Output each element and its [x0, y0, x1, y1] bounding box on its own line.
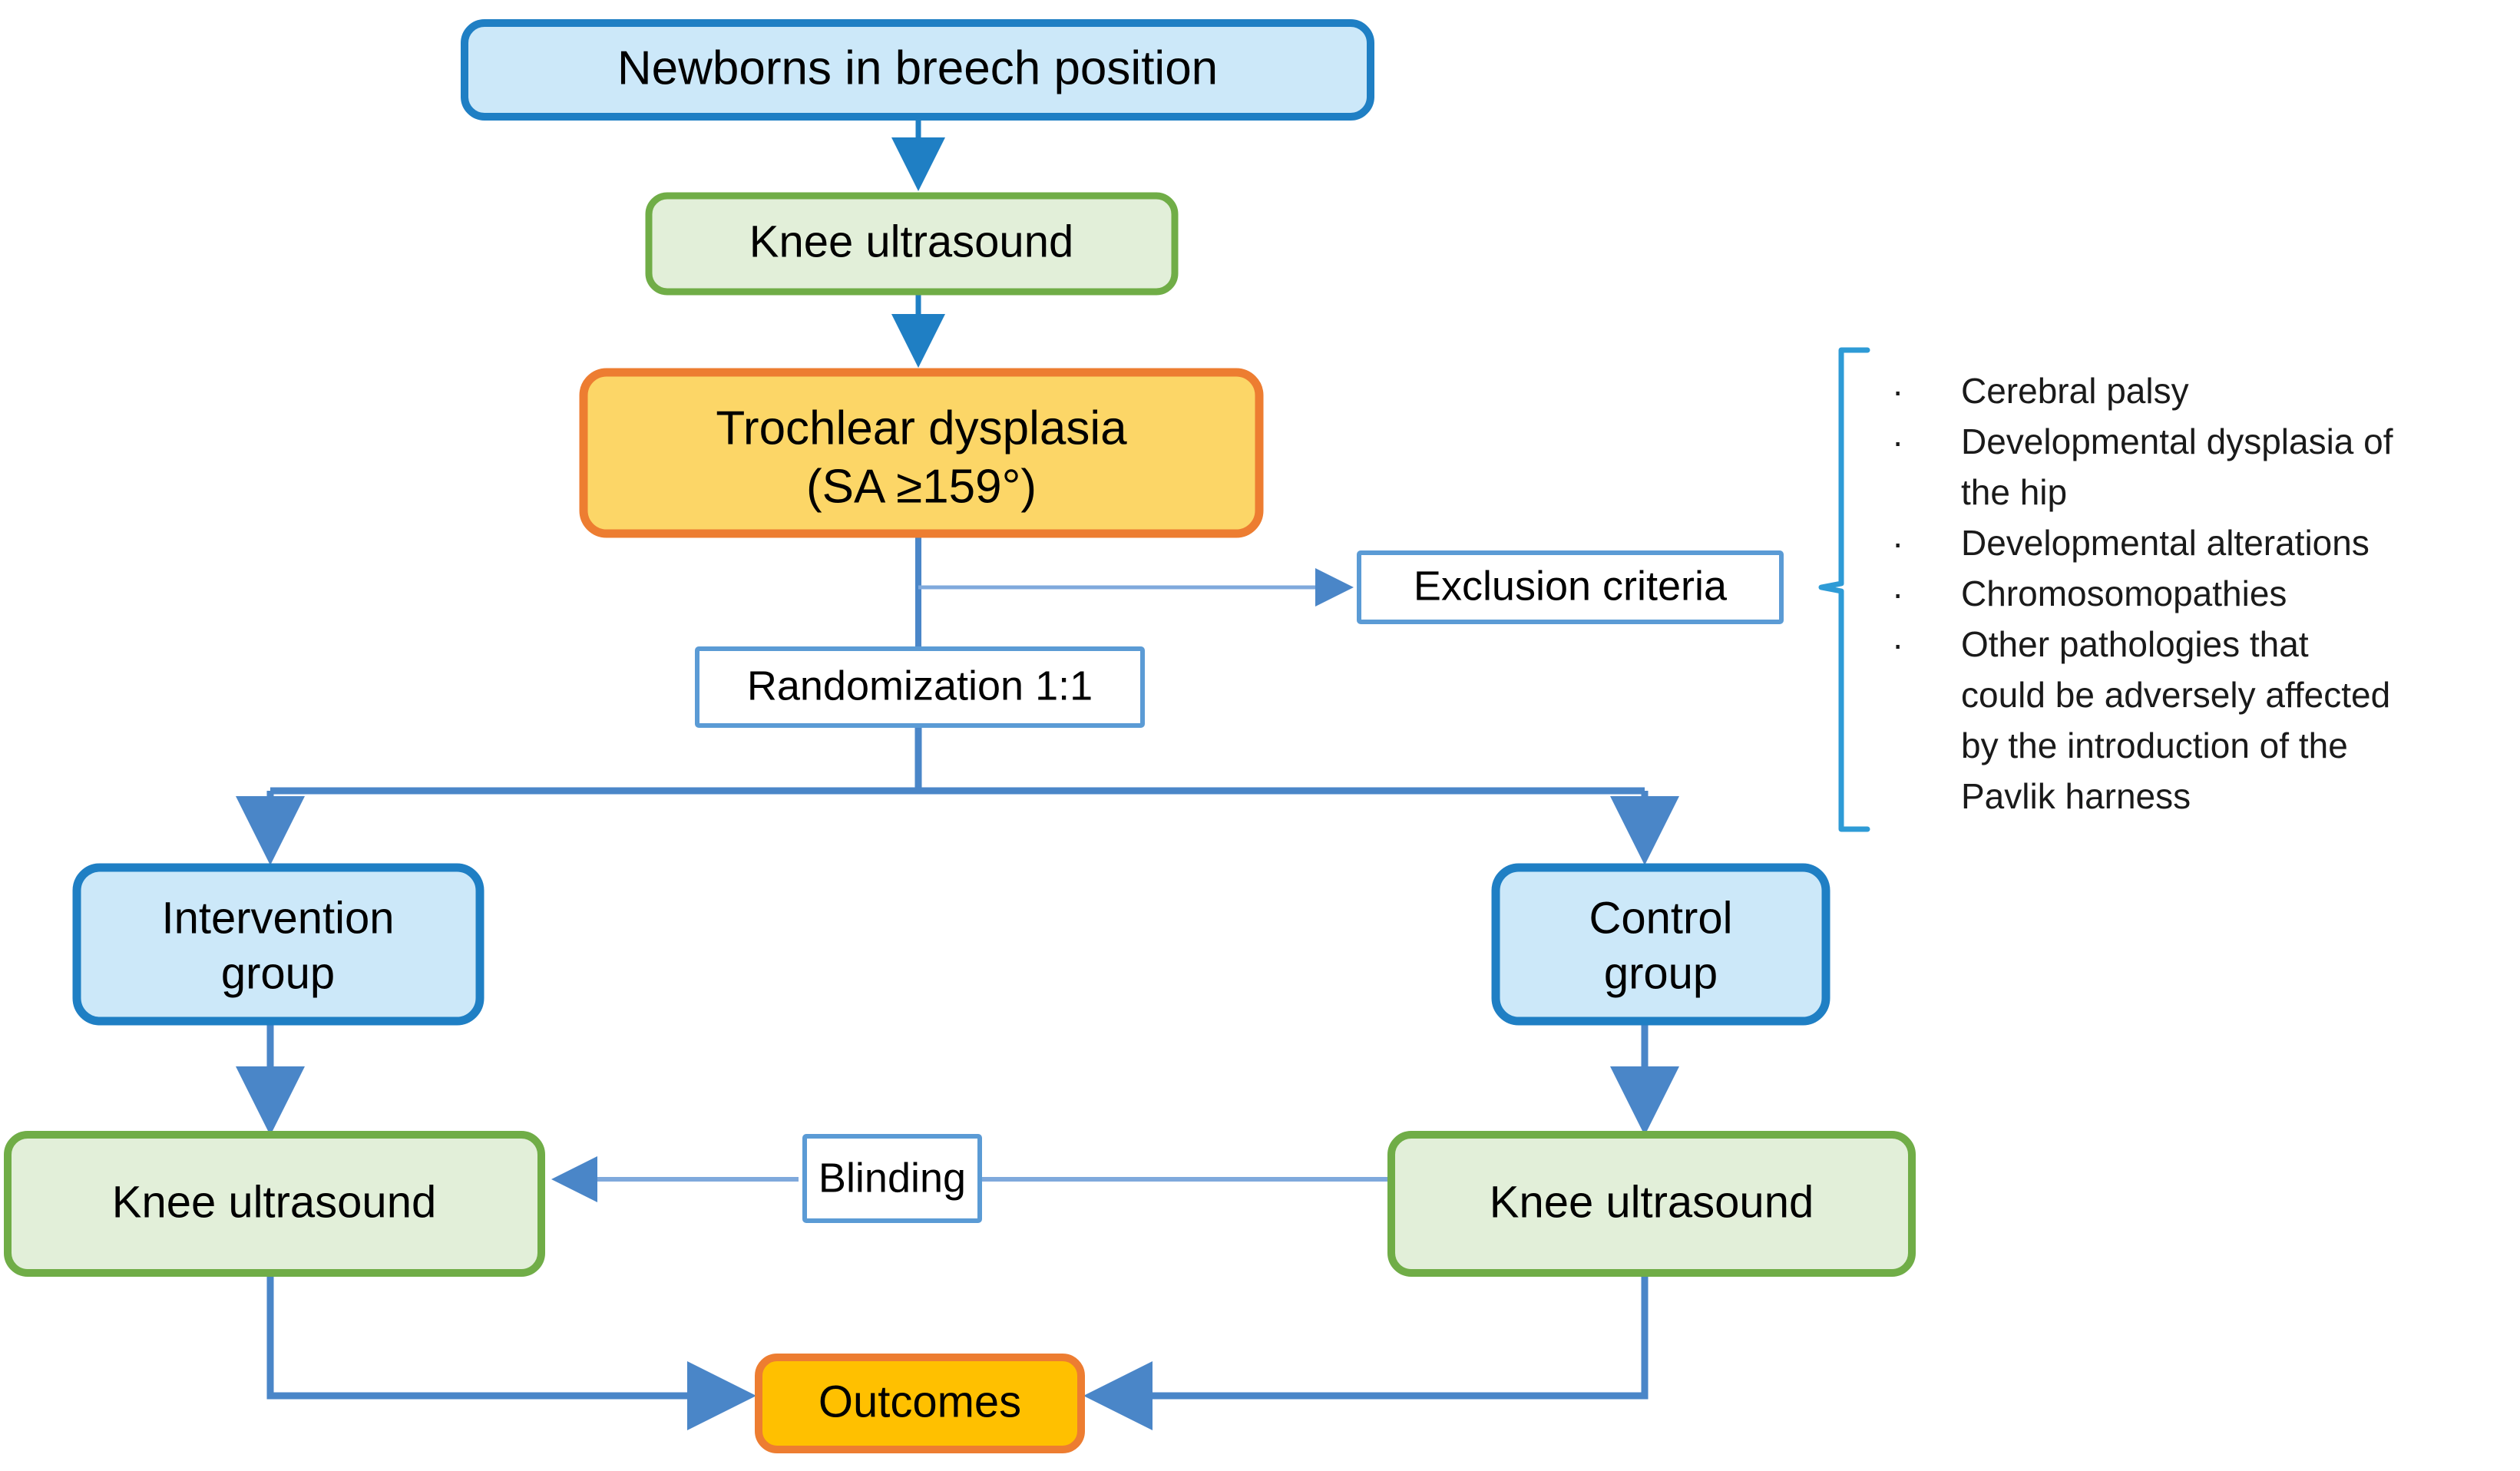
exclusion-criteria-item-line: Cerebral palsy: [1961, 371, 2189, 411]
node-trochlear-dysplasia-label-line1: Trochlear dysplasia: [716, 402, 1127, 455]
node-knee-ultrasound-left-box: [4, 1131, 545, 1277]
node-exclusion-criteria-label: Exclusion criteria: [1414, 563, 1728, 609]
node-knee-ultrasound-right-label: Knee ultrasound: [1490, 1177, 1814, 1227]
node-knee-ultrasound-right-box: [1387, 1131, 1916, 1277]
exclusion-criteria-item-line: Pavlik harness: [1961, 776, 2191, 816]
node-newborns-in-breech-position[interactable]: Newborns in breech position: [461, 19, 1374, 121]
exclusion-criteria-item-line: Chromosomopathies: [1961, 574, 2287, 613]
node-intervention-group-box: [72, 863, 484, 1026]
node-blinding[interactable]: Blinding: [802, 1134, 982, 1223]
node-intervention-group-label-line2: group: [221, 948, 335, 998]
node-knee-ultrasound-left-label: Knee ultrasound: [112, 1177, 436, 1227]
exclusion-bullet-marker: ·: [1892, 523, 1903, 563]
node-control-group-label-line1: Control: [1589, 893, 1733, 943]
node-outcomes[interactable]: Outcomes: [755, 1354, 1085, 1453]
exclusion-criteria-item-line: Developmental alterations: [1961, 523, 2370, 563]
node-exclusion-criteria[interactable]: Exclusion criteria: [1357, 550, 1784, 624]
exclusion-criteria-list: · Cerebral palsy · Developmental dysplasia …: [1892, 371, 2393, 816]
node-outcomes-label: Outcomes: [819, 1377, 1021, 1426]
node-blinding-box: [802, 1134, 982, 1223]
node-randomization-box: [695, 646, 1145, 728]
exclusion-criteria-item-line: could be adversely affected: [1961, 675, 2390, 715]
node-randomization[interactable]: Randomization 1:1: [695, 646, 1145, 728]
node-randomization-label: Randomization 1:1: [747, 663, 1093, 709]
connectors: [236, 117, 1870, 1430]
node-control-group[interactable]: Control group: [1491, 863, 1830, 1026]
exclusion-bullet-marker: ·: [1892, 421, 1903, 461]
node-knee-ultrasound-top-label: Knee ultrasound: [749, 217, 1073, 266]
exclusion-criteria-item-line: Developmental dysplasia of: [1961, 421, 2393, 461]
node-trochlear-dysplasia-box: [579, 368, 1264, 538]
exclusion-criteria-item-line: Other pathologies that: [1961, 624, 2309, 664]
edge-knee-us-left-to-outcomes: [266, 1274, 756, 1430]
exclusion-criteria-item-line: by the introduction of the: [1961, 726, 2348, 765]
node-knee-ultrasound-top[interactable]: Knee ultrasound: [645, 192, 1179, 296]
node-control-group-box: [1491, 863, 1830, 1026]
exclusion-bullet-marker: ·: [1892, 624, 1903, 664]
node-control-group-label-line2: group: [1604, 948, 1718, 998]
node-blinding-label: Blinding: [819, 1155, 966, 1201]
node-newborns-box: [461, 19, 1374, 121]
exclusion-brace: [1818, 347, 1870, 832]
node-knee-ultrasound-right[interactable]: Knee ultrasound: [1387, 1131, 1916, 1277]
node-knee-ultrasound-left[interactable]: Knee ultrasound: [4, 1131, 545, 1277]
node-exclusion-criteria-box: [1357, 550, 1784, 624]
node-newborns-label: Newborns in breech position: [617, 41, 1218, 94]
node-outcomes-box: [755, 1354, 1085, 1453]
edge-knee-us-right-to-outcomes: [1083, 1274, 1649, 1430]
node-intervention-group-label-line1: Intervention: [161, 893, 394, 943]
node-intervention-group[interactable]: Intervention group: [72, 863, 484, 1026]
exclusion-bullet-marker: ·: [1892, 574, 1903, 613]
exclusion-bullet-marker: ·: [1892, 371, 1903, 411]
node-knee-ultrasound-top-box: [645, 192, 1179, 296]
node-trochlear-dysplasia-label-line2: (SA ≥159°): [806, 460, 1037, 513]
node-trochlear-dysplasia[interactable]: Trochlear dysplasia (SA ≥159°): [579, 368, 1264, 538]
exclusion-criteria-item-line: the hip: [1961, 472, 2067, 512]
